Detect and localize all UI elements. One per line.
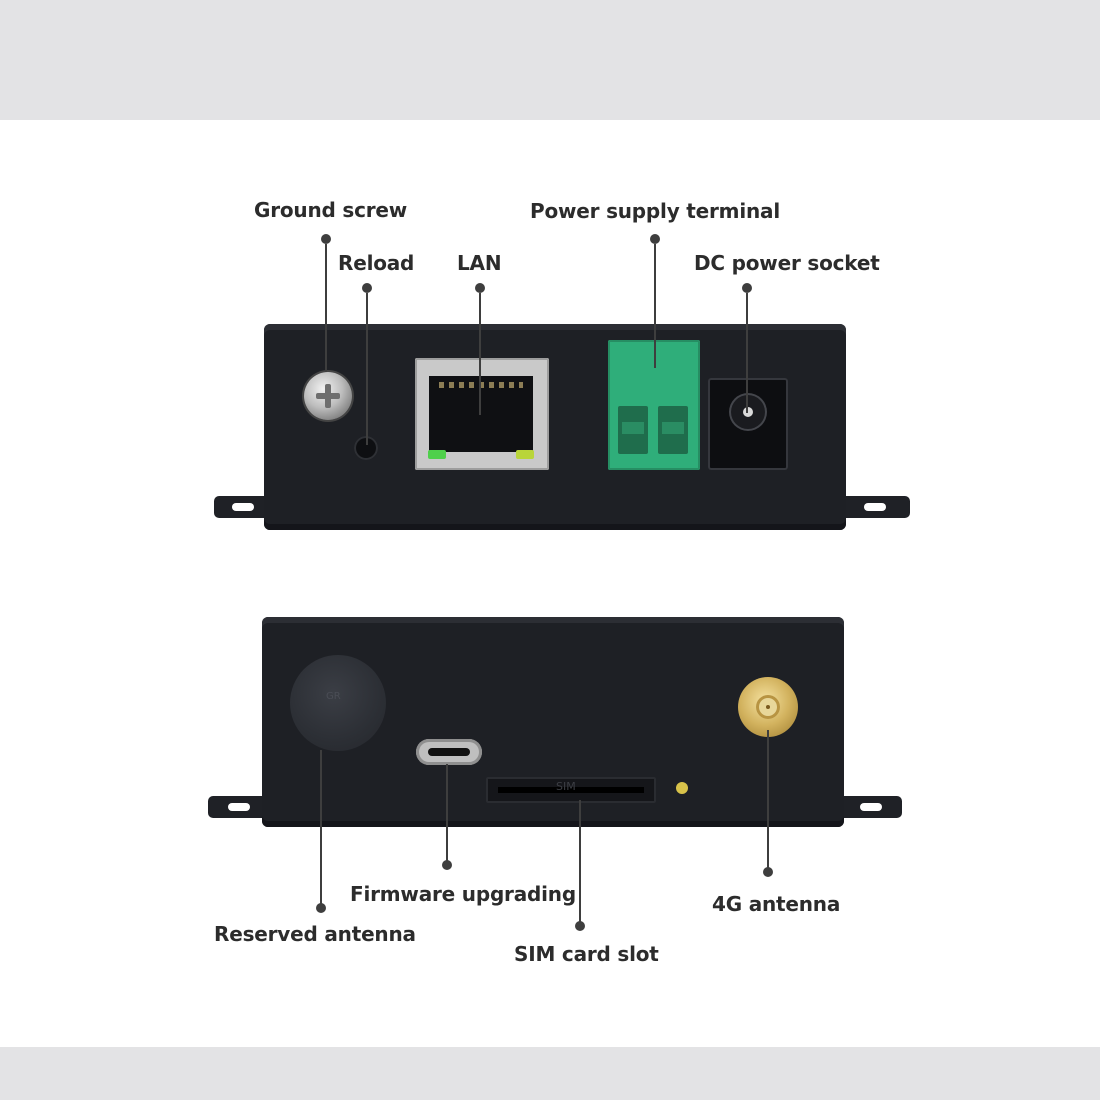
label-ground-screw: Ground screw — [254, 198, 408, 222]
callout-line-ground-screw — [325, 244, 327, 372]
lan-port-pins — [439, 382, 523, 388]
terminal-slot-2 — [658, 406, 688, 454]
top-band — [0, 0, 1100, 120]
mounting-tab-left-bottom — [208, 796, 270, 818]
callout-dot-reserved-antenna — [316, 903, 326, 913]
callout-line-power-terminal — [654, 244, 656, 368]
callout-dot-firmware — [442, 860, 452, 870]
usb-opening — [428, 748, 470, 756]
sma-pin — [766, 705, 770, 709]
callout-dot-power-terminal — [650, 234, 660, 244]
mounting-tab-left-top — [214, 496, 270, 518]
lan-port-opening — [429, 376, 533, 452]
callout-line-lan — [479, 293, 481, 415]
callout-dot-dc-socket — [742, 283, 752, 293]
lan-port — [415, 358, 549, 470]
mounting-hole — [232, 503, 254, 511]
cap-marking: GR — [326, 691, 341, 702]
reserved-antenna-cap: GR — [290, 655, 386, 751]
callout-dot-sim — [575, 921, 585, 931]
sim-marking: SIM — [556, 780, 576, 793]
label-4g-antenna: 4G antenna — [712, 892, 841, 916]
label-power-supply-terminal: Power supply terminal — [530, 199, 780, 223]
mounting-hole — [860, 803, 882, 811]
callout-dot-ground-screw — [321, 234, 331, 244]
lan-led-green — [428, 450, 446, 459]
label-firmware-upgrading: Firmware upgrading — [350, 882, 576, 906]
antenna-4g-connector — [738, 677, 798, 737]
device-rear-panel: GR SIM — [262, 617, 844, 827]
label-sim-card-slot: SIM card slot — [514, 942, 659, 966]
sim-slot-opening — [498, 787, 644, 793]
sim-card-slot: SIM — [486, 777, 656, 803]
power-supply-terminal — [608, 340, 700, 470]
label-lan: LAN — [457, 251, 502, 275]
mounting-hole — [228, 803, 250, 811]
label-dc-power-socket: DC power socket — [694, 251, 880, 275]
callout-dot-4g-antenna — [763, 867, 773, 877]
status-led — [676, 782, 688, 794]
callout-line-dc-socket — [746, 293, 748, 413]
mounting-tab-right-bottom — [836, 796, 902, 818]
ground-screw — [304, 372, 352, 420]
label-reserved-antenna: Reserved antenna — [214, 922, 416, 946]
callout-line-4g-antenna — [767, 730, 769, 868]
mounting-tab-right-top — [838, 496, 910, 518]
mounting-hole — [864, 503, 886, 511]
callout-line-sim — [579, 800, 581, 922]
lan-led-yellow — [516, 450, 534, 459]
callout-line-firmware — [446, 764, 448, 862]
bottom-band — [0, 1047, 1100, 1100]
device-front-panel — [264, 324, 846, 530]
dc-socket-pin — [743, 407, 753, 417]
terminal-slot-1 — [618, 406, 648, 454]
label-reload: Reload — [338, 251, 415, 275]
callout-dot-lan — [475, 283, 485, 293]
firmware-usb-port — [416, 739, 482, 765]
screw-slot — [325, 384, 331, 408]
dc-power-socket — [708, 378, 788, 470]
callout-dot-reload — [362, 283, 372, 293]
callout-line-reload — [366, 293, 368, 445]
callout-line-reserved-antenna — [320, 750, 322, 904]
